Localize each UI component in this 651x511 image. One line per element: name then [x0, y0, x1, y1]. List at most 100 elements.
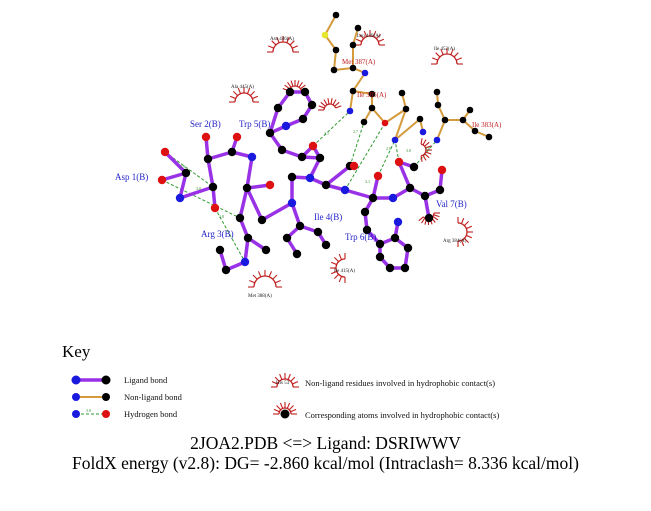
nonligand-bond: [324, 14, 337, 36]
protein-atom-c: [459, 116, 467, 124]
ligand-atom-c: [362, 225, 372, 235]
hydrophobic-spike: [286, 37, 290, 43]
ligand-atom-c: [390, 233, 400, 243]
hbond-distance: 2.7: [353, 129, 358, 134]
label-val7: Val 7(B): [436, 199, 467, 209]
key-title: Key: [62, 342, 91, 361]
label-arg384: Arg 384(A): [443, 239, 467, 244]
hydrophobic-spike: [378, 38, 385, 43]
nonligand-bond: [394, 118, 421, 141]
protein-atom-c: [330, 66, 338, 74]
ligand-atom-c: [287, 172, 297, 182]
protein-atom-n: [433, 136, 441, 144]
hydrophobic-spike: [372, 30, 377, 37]
hydrophobic-ile415: [330, 253, 346, 283]
hydrophobic-spike: [432, 215, 439, 221]
nonligand-bond: [333, 49, 337, 71]
hydrophobic-spike: [460, 240, 465, 247]
ligand-atom-c: [321, 240, 331, 250]
hydrophobic-spike: [453, 52, 459, 58]
hydrophobic-spike: [334, 101, 340, 107]
ligand-bond: [163, 150, 188, 175]
hydrophobic-asn446: [267, 36, 299, 53]
key-ligand-bond-label: Ligand bond: [124, 375, 168, 385]
key-hydrogen-bond-sample: 3.0: [72, 408, 110, 418]
key-ligand-bond-sample: [71, 375, 111, 385]
ligand-atom-c: [285, 87, 295, 97]
hydrophobic-spike: [318, 105, 325, 109]
key-hydrophobic-atom: [280, 409, 290, 419]
ligand-bond: [260, 201, 294, 222]
key-hydrophobic-arc: [271, 373, 299, 388]
nonligand-bond: [436, 119, 446, 141]
ligand-bond: [206, 157, 215, 189]
hydrophobic-spike: [323, 99, 328, 106]
ligand-bond: [343, 188, 375, 200]
ligand-atom-n: [340, 185, 350, 195]
ligand-bond: [245, 155, 254, 190]
protein-atom-c: [349, 87, 357, 95]
ligand-atom-c: [261, 245, 271, 255]
protein-atom-c: [360, 118, 368, 126]
ligand-atom-n: [287, 198, 297, 208]
hydrophobic-spike: [292, 381, 299, 385]
key-hydrophobic-residue-sample: [271, 373, 299, 388]
ligand-atom-c: [243, 233, 253, 243]
hydrophobic-arc: [253, 275, 277, 288]
hydrophobic-spike: [286, 402, 291, 409]
hydrophobic-arc: [323, 103, 337, 111]
key-hydrophobic-atom-arc: [273, 402, 297, 415]
key-hydrophobic-atom-sample: [273, 402, 297, 419]
protein-atom-c: [354, 24, 362, 32]
protein-atom-c: [398, 89, 406, 97]
nonligand-bond: [394, 108, 407, 141]
hydrophobic-spike: [292, 45, 298, 49]
protein-atom-c: [416, 115, 424, 123]
ligand-bond: [268, 106, 280, 135]
hydrophobic-spike: [272, 274, 278, 280]
hbond-distance: 3.0: [196, 186, 201, 191]
ligand-atom-c: [424, 213, 434, 223]
hydrogen-bond: [349, 121, 365, 167]
hydrophobic-met388: [248, 270, 282, 288]
ligand-bond: [397, 160, 412, 190]
ligand-atom-c: [435, 185, 445, 195]
ligand-atom-c: [265, 128, 275, 138]
ligand-atom-c: [298, 114, 308, 124]
atoms: [157, 11, 493, 275]
protein-atom-c: [349, 64, 357, 72]
hbond-distance: 2.9: [180, 164, 185, 169]
hydrophobic-spike: [252, 95, 259, 100]
ligand-atom-c: [400, 263, 410, 273]
key-nonligand-bond-sample: [72, 393, 110, 401]
ligand-atom-c: [181, 168, 191, 178]
ligand-atom-c: [307, 100, 317, 110]
hydrogen-bond: [161, 179, 241, 219]
hydrophobic-spike: [271, 381, 278, 385]
ligand-atom-n: [281, 121, 291, 131]
hydrogen-bond: [377, 139, 396, 177]
hydrophobic-spike: [450, 49, 454, 55]
ligand-bond: [245, 186, 264, 222]
hydrophobic-spike: [300, 84, 306, 90]
hydrophobic-arc: [276, 378, 294, 388]
key-hydrogen-bond-label: Hydrogen bond: [124, 409, 178, 419]
hydrophobic-spike: [257, 271, 262, 278]
label-trp6: Trp 6(B): [345, 232, 376, 242]
ligand-atom-o: [157, 175, 167, 185]
hydrophobic-spike: [359, 34, 365, 40]
atom-contact-arc: [420, 138, 432, 162]
hydrophobic-spike: [466, 225, 473, 230]
ligand-atom-c: [321, 180, 331, 190]
label-leu449: Leu 449(A): [357, 34, 381, 39]
hydrogen-bond: [214, 207, 246, 263]
ligand-atom-c: [277, 145, 287, 155]
hydrophobic-arc: [272, 41, 294, 53]
ligand-atom-c: [257, 215, 267, 225]
ligand-atom-c: [375, 239, 385, 249]
hydrogen-bond: [344, 122, 386, 191]
ligand-atom-c: [203, 154, 213, 164]
hydrophobic-spike: [298, 82, 303, 88]
hydrogen-bond: [312, 110, 351, 147]
ligand-atom-o: [349, 161, 359, 171]
